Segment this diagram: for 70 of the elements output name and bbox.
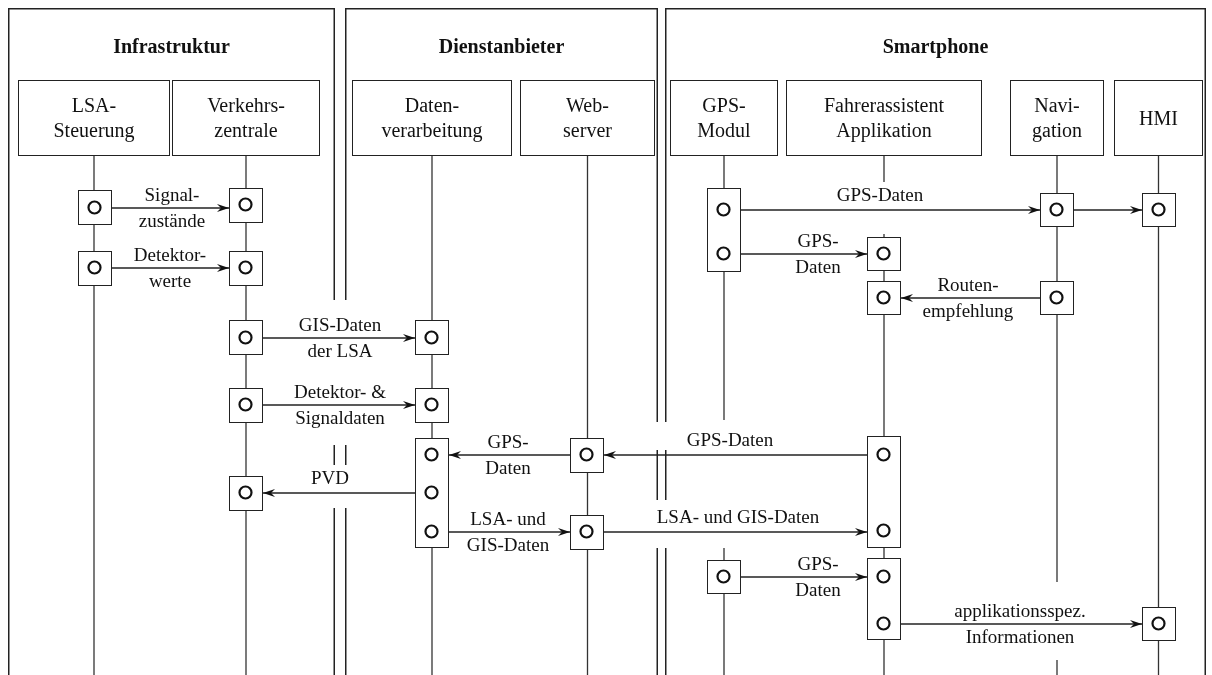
participant-box	[1114, 80, 1203, 156]
arrow	[603, 451, 868, 459]
activation-box	[867, 281, 901, 315]
edge-label: LSA- und GIS-Daten	[465, 507, 551, 557]
participant-box	[172, 80, 320, 156]
activation-box	[1142, 607, 1176, 641]
arrow	[262, 489, 416, 497]
arrow	[900, 620, 1143, 628]
edge-label: applikationsspez. Informationen	[953, 599, 1087, 649]
activation-box	[867, 237, 901, 271]
arrow	[448, 451, 571, 459]
participant-box	[18, 80, 170, 156]
lane-heading: Dienstanbieter	[437, 35, 566, 58]
arrow	[1073, 206, 1143, 214]
edge-label: LSA- und GIS-Daten	[655, 505, 821, 529]
participant-box	[520, 80, 655, 156]
activation-box	[229, 388, 263, 423]
participant-label: Verkehrs- zentrale	[206, 93, 286, 143]
arrow	[111, 204, 230, 212]
arrow	[740, 206, 1041, 214]
lane-heading: Infrastruktur	[112, 35, 231, 58]
participant-label: GPS- Modul	[696, 93, 752, 143]
activation-box	[707, 560, 741, 594]
edge-label: Routen- empfehlung	[921, 273, 1015, 323]
arrow	[740, 250, 868, 258]
activation-box	[1142, 193, 1176, 227]
participant-box	[786, 80, 982, 156]
participant-label: Web- server	[562, 93, 613, 143]
activation-box	[1040, 193, 1074, 227]
arrow	[111, 264, 230, 272]
activation-box	[229, 188, 263, 223]
activation-box	[1040, 281, 1074, 315]
activation-box	[415, 320, 449, 355]
arrow	[900, 294, 1041, 302]
participant-label: LSA- Steuerung	[52, 93, 136, 143]
edge-label: Detektor- werte	[132, 243, 208, 293]
arrow	[603, 528, 868, 536]
edge-label: GPS- Daten	[794, 552, 842, 602]
lane-heading: Smartphone	[881, 35, 990, 58]
edge-label: PVD	[310, 466, 350, 490]
activation-box	[415, 388, 449, 423]
activation-box	[570, 515, 604, 550]
activation-box	[707, 188, 741, 272]
participant-label: Fahrerassistent Applikation	[823, 93, 945, 143]
arrow	[262, 334, 416, 342]
participant-label: HMI	[1139, 105, 1178, 131]
edge-label: GPS-Daten	[685, 428, 775, 452]
edge-label: Signal- zustände	[137, 183, 207, 233]
activation-box	[229, 251, 263, 286]
activation-box	[867, 436, 901, 548]
activation-box	[867, 558, 901, 640]
arrow	[740, 573, 868, 581]
activation-box	[229, 320, 263, 355]
activation-box	[229, 476, 263, 511]
activation-box	[78, 251, 112, 286]
edge-label: GPS- Daten	[484, 430, 532, 480]
activation-box	[78, 190, 112, 225]
participant-label: Navi- gation	[1031, 93, 1083, 143]
participant-box	[1010, 80, 1104, 156]
participant-box	[352, 80, 512, 156]
activation-box	[415, 438, 449, 548]
edge-label: Detektor- & Signaldaten	[293, 380, 387, 430]
edge-label: GIS-Daten der LSA	[297, 313, 383, 363]
participant-label: Daten- verarbeitung	[380, 93, 484, 143]
participant-box	[670, 80, 778, 156]
edge-label: GPS- Daten	[794, 229, 842, 279]
activation-box	[570, 438, 604, 473]
arrow	[448, 528, 571, 536]
arrow	[262, 401, 416, 409]
edge-label: GPS-Daten	[835, 183, 925, 207]
